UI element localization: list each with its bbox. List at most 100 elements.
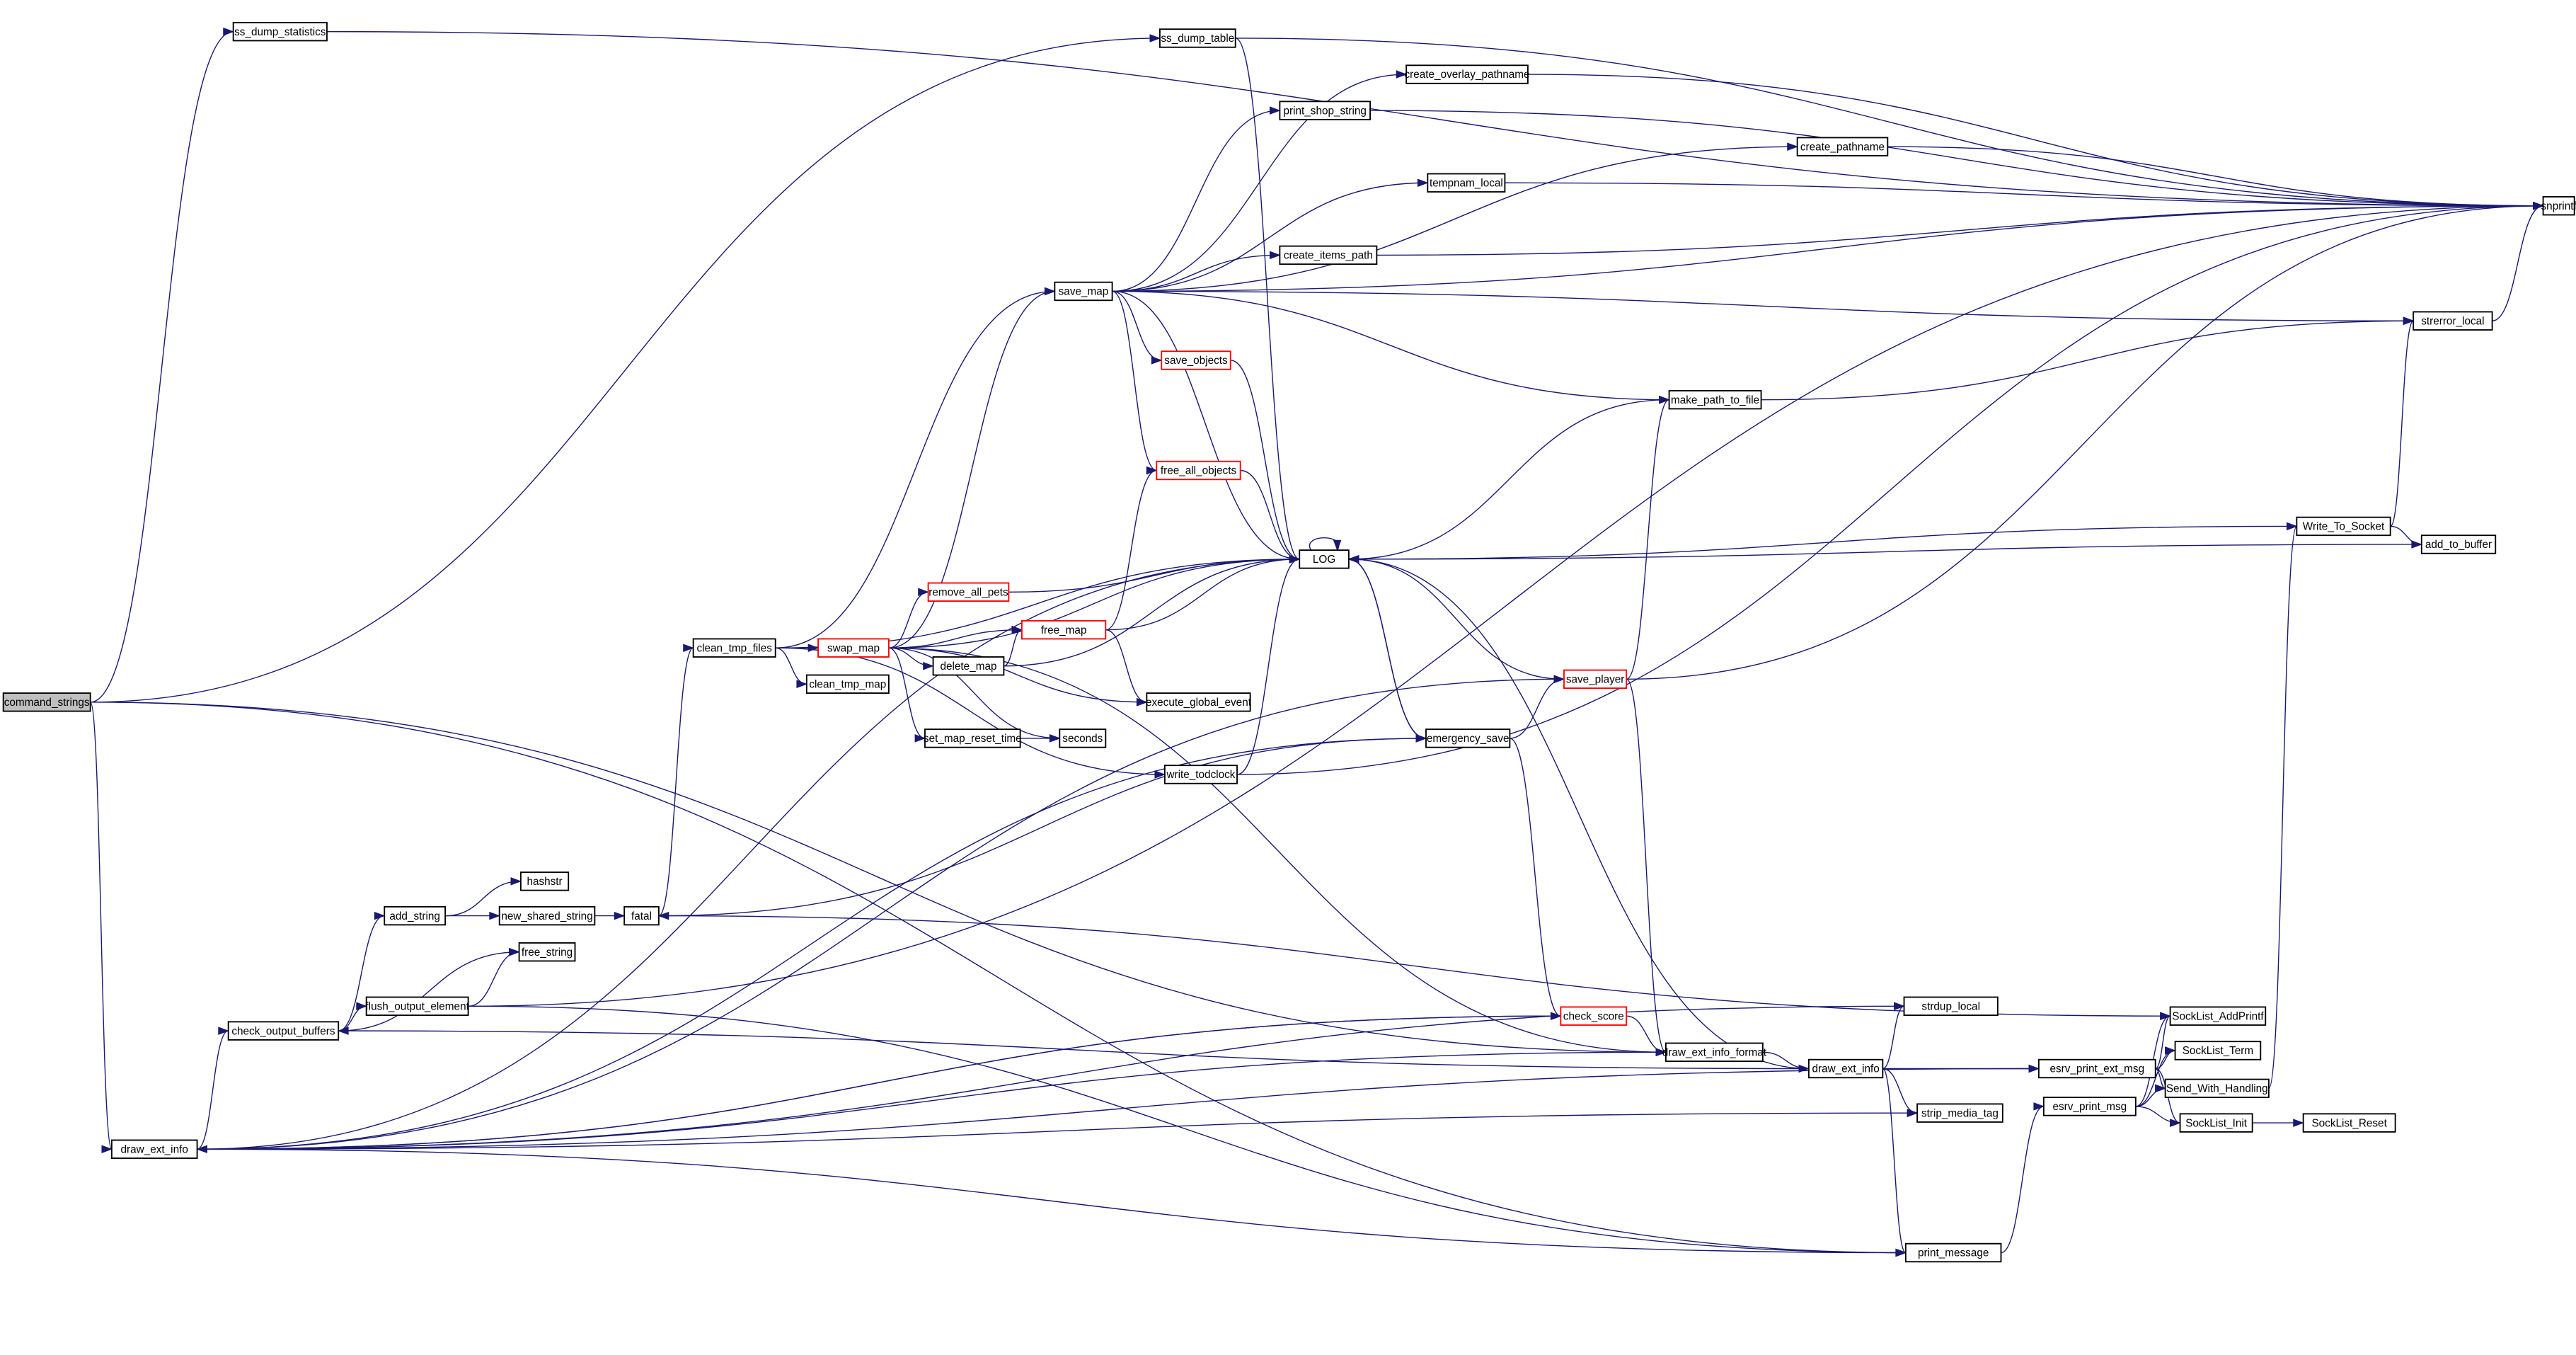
node-draw-ext-info-format[interactable]: draw_ext_info_format xyxy=(1662,1042,1767,1062)
node-box[interactable] xyxy=(1163,765,1238,784)
node-clean-tmp-files[interactable]: clean_tmp_files xyxy=(692,638,776,658)
node-box[interactable] xyxy=(2037,1058,2156,1079)
node-box[interactable] xyxy=(1054,281,1113,302)
node-box[interactable] xyxy=(2169,1006,2267,1026)
node-tempnam-local[interactable]: tempnam_local xyxy=(1427,173,1506,193)
node-delete-map[interactable]: delete_map xyxy=(932,656,1005,676)
node-box[interactable] xyxy=(817,638,890,658)
node-command-strings[interactable]: command_strings xyxy=(2,692,91,712)
node-print-shop-string[interactable]: print_shop_string xyxy=(1279,101,1372,120)
node-ss-dump-statistics[interactable]: ss_dump_statistics xyxy=(232,21,328,42)
node-esrv-print-msg[interactable]: esrv_print_msg xyxy=(2042,1097,2137,1116)
node-box[interactable] xyxy=(927,582,1010,602)
node-box[interactable] xyxy=(498,905,596,926)
node-box[interactable] xyxy=(227,1021,340,1041)
node-strdup-local[interactable]: strdup_local xyxy=(1903,996,1999,1016)
node-set-map-reset-time[interactable]: set_map_reset_time xyxy=(924,728,1022,748)
node-socklist-reset[interactable]: SockList_Reset xyxy=(2302,1113,2396,1133)
node-esrv-print-ext-msg[interactable]: esrv_print_ext_msg xyxy=(2037,1058,2156,1079)
node-free-string[interactable]: free_string xyxy=(518,942,576,962)
node-box[interactable] xyxy=(2042,1097,2137,1116)
node-box[interactable] xyxy=(2302,1113,2396,1133)
node-box[interactable] xyxy=(2174,1041,2262,1060)
node-save-objects[interactable]: save_objects xyxy=(1161,350,1231,370)
node-box[interactable] xyxy=(692,638,776,658)
node-print-message[interactable]: print_message xyxy=(1904,1242,2002,1263)
node-box[interactable] xyxy=(2296,516,2391,537)
node-box[interactable] xyxy=(1903,996,1999,1016)
node-box[interactable] xyxy=(1916,1103,2003,1123)
node-ss-dump-table[interactable]: ss_dump_table xyxy=(1159,28,1236,48)
node-create-items-path[interactable]: create_items_path xyxy=(1279,245,1378,265)
node-remove-all-pets[interactable]: remove_all_pets xyxy=(927,582,1010,602)
node-box[interactable] xyxy=(805,674,890,694)
node-emergency-save[interactable]: emergency_save xyxy=(1425,728,1511,748)
node-strip-media-tag[interactable]: strip_media_tag xyxy=(1916,1103,2003,1123)
node-box[interactable] xyxy=(384,905,447,926)
node-box[interactable] xyxy=(1668,389,1762,410)
node-hashstr[interactable]: hashstr xyxy=(519,871,570,891)
node-box[interactable] xyxy=(2542,196,2575,216)
node-box[interactable] xyxy=(365,996,469,1016)
node-strerror-local[interactable]: strerror_local xyxy=(2413,311,2493,331)
node-execute-global-event[interactable]: execute_global_event xyxy=(1146,692,1252,712)
node-check-score[interactable]: check_score xyxy=(1560,1006,1628,1026)
node-seconds[interactable]: seconds xyxy=(1059,728,1107,748)
node-create-overlay-pathname[interactable]: create_overlay_pathname xyxy=(1405,64,1530,84)
node-box[interactable] xyxy=(2179,1113,2253,1133)
node-flush-output-element[interactable]: flush_output_element xyxy=(365,996,470,1016)
node-box[interactable] xyxy=(1665,1042,1764,1062)
node-box[interactable] xyxy=(1425,728,1511,748)
node-box[interactable] xyxy=(518,942,576,962)
node-snprintf[interactable]: snprintf xyxy=(2541,196,2576,216)
node-box[interactable] xyxy=(1161,350,1231,370)
node-box[interactable] xyxy=(2,692,91,712)
node-box[interactable] xyxy=(1796,137,1889,156)
node-socklist-addprintf[interactable]: SockList_AddPrintf xyxy=(2169,1006,2267,1026)
node-write-todclock[interactable]: write_todclock xyxy=(1163,765,1238,784)
node-check-output-buffers[interactable]: check_output_buffers xyxy=(227,1021,340,1041)
node-swap-map[interactable]: swap_map xyxy=(817,638,890,658)
node-write-to-socket[interactable]: Write_To_Socket xyxy=(2296,516,2391,537)
node-box[interactable] xyxy=(623,905,660,926)
node-draw-ext-info-r[interactable]: draw_ext_info xyxy=(1807,1058,1884,1079)
node-save-player[interactable]: save_player xyxy=(1563,669,1628,690)
node-box[interactable] xyxy=(1427,173,1506,193)
node-box[interactable] xyxy=(924,728,1021,748)
node-box[interactable] xyxy=(1059,728,1107,748)
node-new-shared-string[interactable]: new_shared_string xyxy=(498,905,596,926)
node-box[interactable] xyxy=(1146,692,1251,712)
node-box[interactable] xyxy=(1405,64,1529,84)
node-box[interactable] xyxy=(1279,245,1378,265)
node-add-string[interactable]: add_string xyxy=(384,905,447,926)
node-make-path-to-file[interactable]: make_path_to_file xyxy=(1668,389,1762,410)
node-add-to-buffer[interactable]: add_to_buffer xyxy=(2420,534,2497,554)
node-clean-tmp-map[interactable]: clean_tmp_map xyxy=(805,674,890,694)
node-free-all-objects[interactable]: free_all_objects xyxy=(1156,460,1241,481)
node-send-with-handling[interactable]: Send_With_Handling xyxy=(2164,1078,2270,1099)
node-create-pathname[interactable]: create_pathname xyxy=(1796,137,1889,156)
node-box[interactable] xyxy=(232,21,328,42)
node-socklist-term[interactable]: SockList_Term xyxy=(2174,1041,2262,1060)
node-box[interactable] xyxy=(519,871,570,891)
node-box[interactable] xyxy=(1904,1242,2002,1263)
node-box[interactable] xyxy=(1279,101,1372,120)
node-save-map[interactable]: save_map xyxy=(1054,281,1113,302)
node-box[interactable] xyxy=(1159,28,1236,48)
node-box[interactable] xyxy=(1563,669,1628,690)
node-box[interactable] xyxy=(1299,549,1350,569)
node-box[interactable] xyxy=(1560,1006,1628,1026)
node-draw-ext-info-l[interactable]: draw_ext_info xyxy=(110,1139,198,1159)
node-box[interactable] xyxy=(932,656,1005,676)
node-box[interactable] xyxy=(2420,534,2497,554)
node-free-map[interactable]: free_map xyxy=(1021,619,1107,640)
node-box[interactable] xyxy=(110,1139,198,1159)
node-box[interactable] xyxy=(1156,460,1241,481)
node-box[interactable] xyxy=(1021,619,1107,640)
node-socklist-init[interactable]: SockList_Init xyxy=(2179,1113,2253,1133)
node-log[interactable]: LOG xyxy=(1299,549,1350,569)
node-box[interactable] xyxy=(2413,311,2493,331)
node-fatal[interactable]: fatal xyxy=(623,905,660,926)
node-box[interactable] xyxy=(2164,1078,2270,1099)
node-box[interactable] xyxy=(1807,1058,1884,1079)
